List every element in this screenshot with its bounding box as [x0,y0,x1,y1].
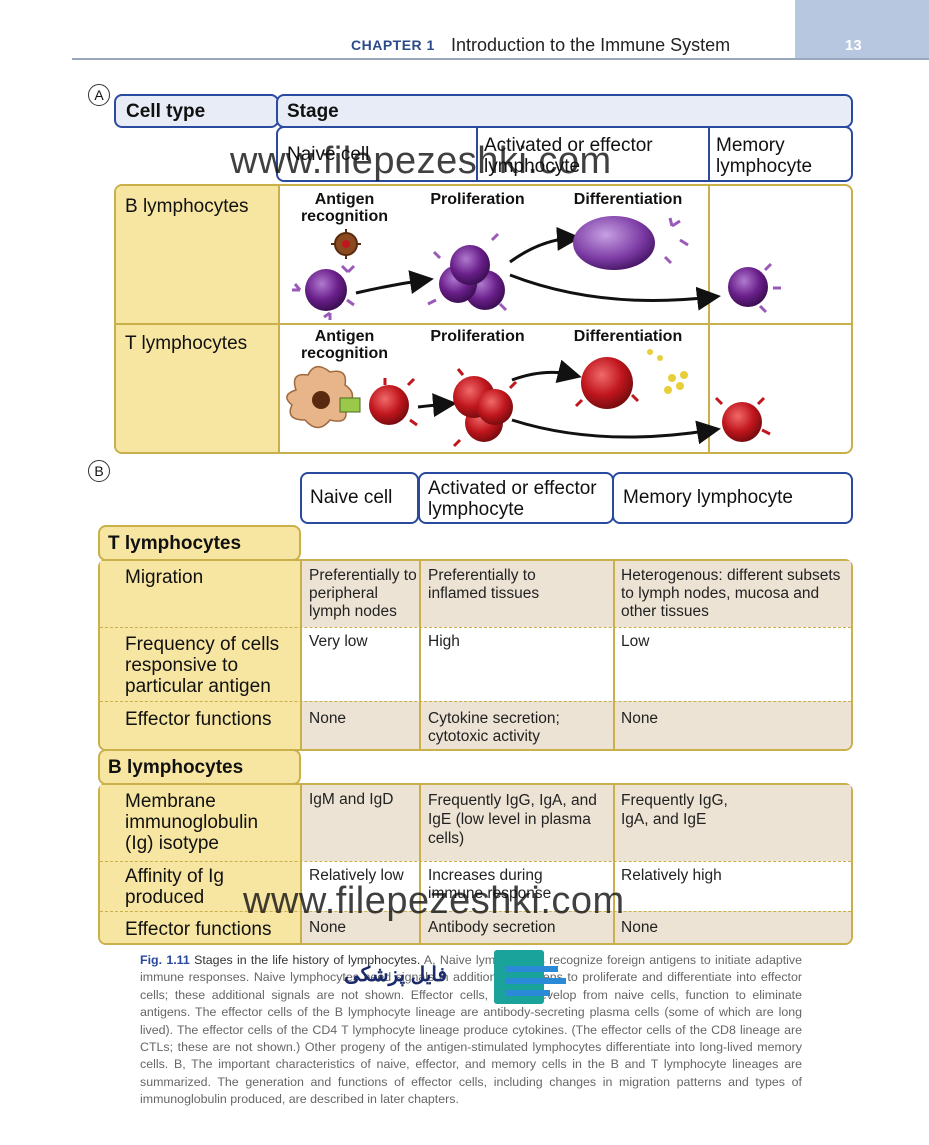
b-cell-memory: None [621,919,659,936]
t-row-label: Frequency of cells responsive to particu… [125,634,280,697]
t-cell-naive: Preferentially to peripheral lymph nodes [309,567,417,620]
cell-type-header-text: Cell type [126,101,206,122]
b-cell-naive: IgM and IgD [309,791,394,808]
t-section-header: T lymphocytes [98,525,301,561]
memory-t-cell-icon [714,396,771,442]
stage-label-differentiation-b: Differentiation [573,191,683,208]
chapter-title: Introduction to the Immune System [451,35,731,55]
b-row-label: Affinity of Ig produced [125,866,224,908]
t-cell-memory: None [621,710,659,727]
chapter-label: CHAPTER 1 [351,37,435,53]
b-cell-effector: Increases during immune response [428,867,552,902]
b-cell-naive: None [309,919,347,936]
stage-label-proliferation-b: Proliferation [430,191,525,208]
stage-columns-row: Naive cell Activated or effector lymphoc… [276,126,853,182]
cell-type-header: Cell type [114,94,279,128]
t-cell-memory: Low [621,633,650,650]
antigen-icon [331,229,361,259]
t-cell-effector: High [428,633,460,650]
b-section-header: B lymphocytes [98,749,301,785]
t-section-title: T lymphocytes [108,533,242,554]
panel-b-letter: B [88,460,110,482]
t-cell-naive: None [309,710,347,727]
antigen-presenting-cell-icon [286,366,361,429]
b-cell-effector: Frequently IgG, IgA, and IgE (low level … [428,792,597,847]
page-number: 13 [845,37,862,54]
header-rule [72,58,929,60]
row-b-lymphocytes: B lymphocytes [125,196,249,217]
fig-label: Fig. 1.11 [140,953,190,967]
b-col-effector-text: Activated or effector lymphocyte [428,478,597,520]
b-col-memory-text: Memory lymphocyte [623,487,793,508]
stage-label-differentiation-t: Differentiation [573,328,683,345]
arrow-icon [509,273,721,311]
b-cell-effector: Antibody secretion [428,919,556,936]
t-cell-naive: Very low [309,633,368,650]
t-row-label: Migration [125,567,204,588]
page-number-box [795,0,929,58]
column-effector: Activated or effector lymphocyte [484,135,653,177]
t-cell-memory: Heterogenous: different subsets to lymph… [621,567,841,620]
b-col-naive-text: Naive cell [310,487,393,508]
plasma-cell-icon [573,216,689,270]
stage-label-antigen-t: Antigen recognition [300,328,389,362]
t-cell-effector: Cytokine secretion; cytotoxic activity [428,710,560,745]
arrow-icon [511,359,582,384]
stage-label-proliferation-t: Proliferation [430,328,525,345]
logo-text: فایل پزشکی [344,964,447,986]
logo: فایل پزشکی [340,948,590,1008]
t-row-label: Effector functions [125,709,272,730]
effector-t-cell-icon [574,349,688,409]
lymphocyte-illustration [286,216,781,448]
column-naive-cell: Naive cell [287,144,370,165]
b-section-table: Membrane immunoglobulin (Ig) isotype IgM… [98,783,853,945]
panel-a-letter: A [88,84,110,106]
t-cell-effector: Preferentially to inflamed tissues [428,567,540,602]
stage-header-text: Stage [287,101,339,122]
memory-b-cell-icon [728,262,781,314]
arrow-icon [417,393,457,418]
b-cell-memory: Frequently IgG, IgA, and IgE [621,792,728,828]
proliferating-t-cells-icon [452,368,518,448]
b-cell-naive: Relatively low [309,867,404,884]
arrow-icon [355,270,434,295]
column-memory: Memory lymphocyte [716,135,813,177]
fig-body: A, Naive lymphocytes recognize foreign a… [140,953,803,1107]
stage-label-antigen-b: Antigen recognition [300,191,389,225]
b-col-naive: Naive cell [300,472,419,524]
watermark-text: www.filepezeshki.com [230,140,612,182]
arrow-icon [509,226,581,264]
proliferating-b-cells-icon [427,232,508,312]
watermark-text: www.filepezeshki.com [243,880,625,922]
b-section-title: B lymphocytes [108,757,244,778]
arrow-icon [511,418,721,445]
b-col-effector: Activated or effector lymphocyte [418,472,614,524]
b-row-label: Effector functions [125,919,272,940]
b-col-memory: Memory lymphocyte [612,472,853,524]
naive-t-cell-icon [369,377,418,427]
b-row-label: Membrane immunoglobulin (Ig) isotype [125,791,259,854]
t-section-table: Migration Preferentially to peripheral l… [98,559,853,751]
figure-caption: Fig. 1.11 Stages in the life history of … [140,952,802,1109]
b-cell-memory: Relatively high [621,867,722,884]
naive-b-cell-icon [292,264,356,320]
row-t-lymphocytes: T lymphocytes [125,333,248,354]
fig-title: Stages in the life history of lymphocyte… [194,953,421,967]
logo-icon [494,950,566,1004]
